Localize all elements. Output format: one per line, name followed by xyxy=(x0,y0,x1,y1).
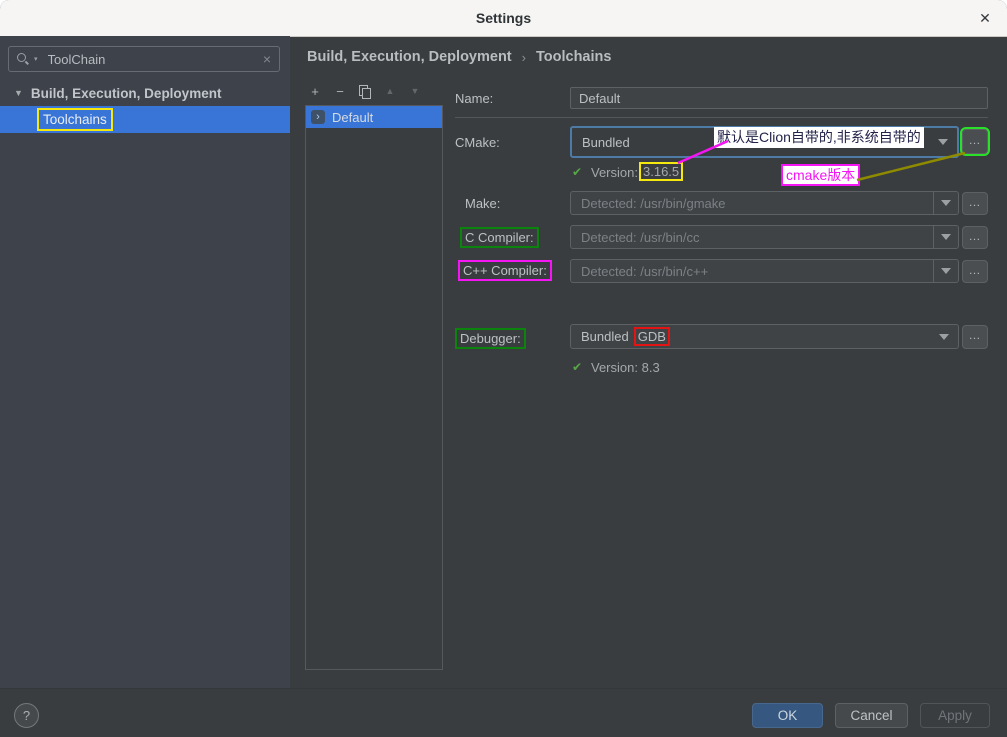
debugger-version-prefix: Version: xyxy=(591,360,638,375)
tree-collapse-icon[interactable]: ▼ xyxy=(14,88,23,98)
chevron-down-icon xyxy=(941,268,951,274)
c-compiler-combo-arrow[interactable] xyxy=(933,226,958,248)
name-separator xyxy=(455,117,988,118)
c-compiler-browse-button[interactable]: … xyxy=(962,226,988,249)
copy-icon xyxy=(359,84,371,99)
debugger-value-gdb: GDB xyxy=(633,327,670,346)
chevron-down-icon xyxy=(939,333,949,340)
cmake-value: Bundled xyxy=(582,134,630,150)
add-toolchain-button[interactable]: + xyxy=(311,83,319,99)
cpp-compiler-combo[interactable]: Detected: /usr/bin/c++ xyxy=(570,259,959,283)
search-icon xyxy=(17,52,30,66)
make-value: Detected: /usr/bin/gmake xyxy=(581,195,726,211)
debugger-value: Bundled GDB xyxy=(571,327,939,346)
settings-search[interactable]: ▾ × xyxy=(8,46,280,72)
toolchains-annotation-box: Toolchains xyxy=(37,108,113,131)
search-input[interactable] xyxy=(45,50,259,68)
cmake-version-prefix: Version: xyxy=(591,165,638,180)
chevron-down-icon xyxy=(941,234,951,240)
ellipsis-icon: … xyxy=(968,328,982,342)
c-compiler-combo[interactable]: Detected: /usr/bin/cc xyxy=(570,225,959,249)
toolchain-item-icon: › xyxy=(311,110,325,124)
cmake-note-annotation: 默认是Clion自带的,非系统自带的 xyxy=(714,127,924,148)
sidebar-item-build-execution-deployment[interactable]: ▼ Build, Execution, Deployment xyxy=(0,81,290,105)
titlebar: Settings ✕ xyxy=(0,0,1007,37)
debugger-version-value: 8.3 xyxy=(641,360,660,375)
toolchain-item-label: Default xyxy=(332,109,374,125)
debugger-version-text: Version: 8.3 xyxy=(591,360,660,375)
toolchain-list: › Default xyxy=(305,105,443,670)
c-compiler-value: Detected: /usr/bin/cc xyxy=(581,229,700,245)
cancel-button[interactable]: Cancel xyxy=(835,703,908,728)
move-up-button[interactable]: ▲ xyxy=(385,86,395,96)
make-combo[interactable]: Detected: /usr/bin/gmake xyxy=(570,191,959,215)
chevron-down-icon xyxy=(941,200,951,206)
sidebar-item-toolchains[interactable]: Toolchains xyxy=(0,106,290,133)
cmake-version-annotation: cmake版本 xyxy=(781,164,861,186)
copy-toolchain-button[interactable] xyxy=(357,83,373,99)
cpp-compiler-label: C++ Compiler: xyxy=(458,260,552,281)
cpp-compiler-value: Detected: /usr/bin/c++ xyxy=(581,263,709,279)
chevron-down-icon xyxy=(938,139,948,145)
cpp-compiler-combo-arrow[interactable] xyxy=(933,260,958,282)
close-icon[interactable]: ✕ xyxy=(979,9,991,26)
debugger-browse-button[interactable]: … xyxy=(962,325,988,349)
make-browse-button[interactable]: … xyxy=(962,192,988,215)
c-compiler-label: C Compiler: xyxy=(460,227,539,248)
make-combo-arrow[interactable] xyxy=(933,192,958,214)
breadcrumb: Build, Execution, Deployment › Toolchain… xyxy=(307,46,611,68)
search-clear-icon[interactable]: × xyxy=(262,51,271,67)
cpp-compiler-browse-button[interactable]: … xyxy=(962,260,988,283)
breadcrumb-separator-icon: › xyxy=(521,49,526,65)
ellipsis-icon: … xyxy=(968,262,982,277)
help-button[interactable]: ? xyxy=(14,703,39,728)
tree-root-label: Build, Execution, Deployment xyxy=(30,85,222,101)
check-icon: ✔ xyxy=(572,165,583,179)
settings-sidebar xyxy=(0,36,290,688)
ellipsis-icon: … xyxy=(968,228,982,243)
breadcrumb-level2[interactable]: Toolchains xyxy=(535,49,612,65)
cmake-browse-button[interactable]: … xyxy=(960,127,990,156)
check-icon: ✔ xyxy=(572,360,583,374)
toolchain-list-item-default[interactable]: › Default xyxy=(306,106,442,128)
ok-button[interactable]: OK xyxy=(752,703,823,728)
debugger-value-prefix: Bundled xyxy=(581,329,629,344)
make-label: Make: xyxy=(465,196,501,211)
breadcrumb-level1[interactable]: Build, Execution, Deployment xyxy=(307,49,512,65)
ellipsis-icon: … xyxy=(968,132,982,147)
tree-child-label: Toolchains xyxy=(43,112,107,127)
search-options-caret-icon[interactable]: ▾ xyxy=(34,56,38,63)
dialog-footer: ? OK Cancel Apply xyxy=(0,688,1007,737)
debugger-combo[interactable]: Bundled GDB xyxy=(570,324,959,349)
cmake-version-value: 3.16.5 xyxy=(639,162,684,181)
move-down-button[interactable]: ▼ xyxy=(410,86,420,96)
window-title: Settings xyxy=(475,10,532,26)
debugger-label: Debugger: xyxy=(455,328,526,349)
toolchain-list-toolbar: + − ▲ ▼ xyxy=(307,82,447,100)
ellipsis-icon: … xyxy=(968,194,982,209)
apply-button[interactable]: Apply xyxy=(920,703,990,728)
remove-toolchain-button[interactable]: − xyxy=(336,83,344,99)
cmake-label: CMake: xyxy=(455,135,500,150)
name-label: Name: xyxy=(455,91,494,106)
name-field[interactable] xyxy=(570,87,988,109)
